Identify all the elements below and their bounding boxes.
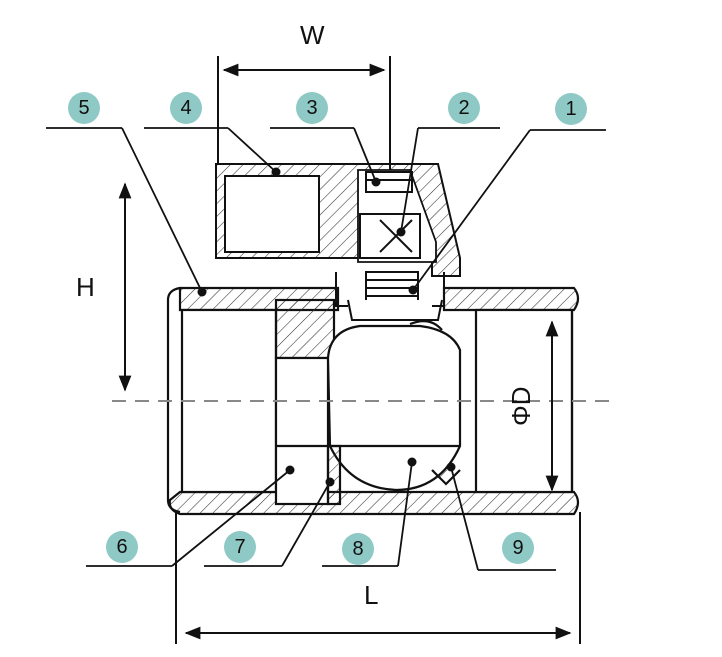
dimension-l-label: L (364, 580, 378, 610)
callout-5-label: 5 (78, 97, 89, 119)
dimension-l: L (175, 512, 581, 644)
callout-9-label: 9 (512, 537, 523, 559)
dimension-w: W (222, 20, 386, 77)
callout-3-label: 3 (306, 97, 317, 119)
leader-dots (197, 167, 456, 487)
callout-2-label: 2 (458, 97, 469, 119)
callout-3: 3 (296, 92, 328, 124)
callout-8-label: 8 (352, 538, 363, 560)
callout-7: 7 (224, 531, 256, 563)
callout-6: 6 (106, 531, 138, 563)
leader-lines (46, 127, 606, 571)
handle (215, 163, 461, 277)
dimension-d: ΦD (506, 320, 559, 492)
callout-6-label: 6 (116, 536, 127, 558)
callout-9: 9 (502, 532, 534, 564)
callout-5: 5 (68, 92, 100, 124)
callout-8: 8 (342, 533, 374, 565)
callout-1-label: 1 (565, 98, 576, 120)
callout-2: 2 (448, 92, 480, 124)
callout-4-label: 4 (180, 97, 191, 119)
dimension-d-label: ΦD (506, 386, 536, 426)
dimension-w-label: W (300, 20, 325, 50)
ball-and-seats (326, 319, 462, 506)
callout-4: 4 (170, 92, 202, 124)
callout-1: 1 (555, 93, 587, 125)
dimension-h-label: H (76, 272, 95, 302)
callout-7-label: 7 (234, 536, 245, 558)
dimension-h: H (76, 182, 132, 392)
